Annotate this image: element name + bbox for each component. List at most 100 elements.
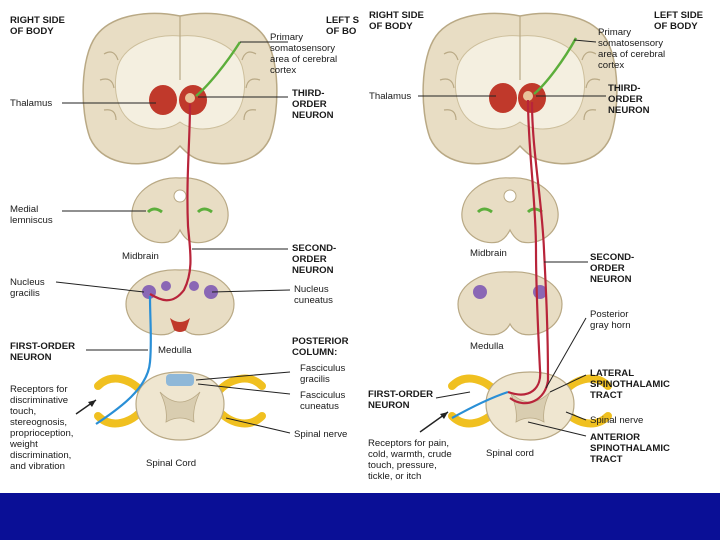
thalamus-right-shape — [149, 85, 177, 115]
third-order-neuron-fiber — [195, 41, 242, 97]
leader-lines — [418, 39, 606, 437]
nucleus-gracilis-label-l2: gracilis — [10, 288, 40, 299]
anterior-spinothalamic-label-l1: ANTERIOR — [590, 432, 640, 443]
receptors-label-l1: Receptors for — [10, 384, 68, 395]
primary-somatosensory-label-l3: area of cerebral — [270, 54, 337, 65]
left-side-label-l2: OF BO — [326, 26, 357, 37]
second-order-neuron-fiber — [149, 103, 192, 302]
primary-somatosensory-label-l1: Primary — [270, 32, 303, 43]
spinal-cord-caption: Spinal cord — [486, 448, 534, 459]
lateral-spinothalamic-label-l3: TRACT — [590, 390, 623, 401]
third-order-label-l1: THIRD- — [292, 88, 325, 99]
cerebrum-section — [422, 12, 618, 165]
primary-somatosensory-label-l2: somatosensory — [598, 38, 663, 49]
receptors-label-l8: and vibration — [10, 461, 65, 472]
second-order-label-l2: ORDER — [590, 263, 625, 274]
lateral-spinothalamic-label-l1: LATERAL — [590, 368, 634, 379]
lateral-tract-fiber — [507, 99, 542, 396]
first-order-label-l2: NEURON — [10, 352, 52, 363]
receptors-label-l3: touch, pressure, — [368, 460, 437, 471]
second-order-label-l3: NEURON — [292, 265, 334, 276]
midbrain-section — [131, 177, 229, 244]
second-order-label-l1: SECOND- — [590, 252, 634, 263]
posterior-gray-horn-label-l1: Posterior — [590, 309, 629, 320]
first-order-label-l1: FIRST-ORDER — [368, 389, 433, 400]
fasciculus-cuneatus-label-l2: cuneatus — [300, 401, 339, 412]
second-order-label-l1: SECOND- — [292, 243, 336, 254]
posterior-gray-horn-label-l2: gray horn — [590, 320, 631, 331]
medulla-section — [125, 269, 235, 336]
nucleus-cuneatus-label-l2: cuneatus — [294, 295, 333, 306]
anterior-spinothalamic-label-l2: SPINOTHALAMIC — [590, 443, 670, 454]
nucleus-gracilis-label-l1: Nucleus — [10, 277, 45, 288]
left-side-label-l1: LEFT SIDE — [654, 10, 704, 21]
third-order-label-l3: NEURON — [608, 105, 650, 116]
thalamus-right-shape — [489, 83, 517, 113]
primary-somatosensory-label-l3: area of cerebral — [598, 49, 665, 60]
third-order-label-l1: THIRD- — [608, 83, 641, 94]
midbrain-caption: Midbrain — [470, 248, 507, 259]
spinal-cord-caption: Spinal Cord — [146, 458, 196, 469]
fasciculus-gracilis-label-l1: Fasciculus — [300, 363, 346, 374]
medulla-caption: Medulla — [158, 345, 192, 356]
cerebrum-section — [82, 12, 278, 165]
left-side-label-l2: OF BODY — [654, 21, 698, 32]
spinal-cord-section — [448, 371, 612, 441]
posterior-column-label-l2: COLUMN: — [292, 347, 337, 358]
receptors-label-l3: touch, — [10, 406, 36, 417]
primary-somatosensory-label-l1: Primary — [598, 27, 631, 38]
svg-text:Receptors for pain,cold, warmt: Receptors for pain,cold, warmth, crudeto… — [368, 438, 452, 482]
receptors-label-l7: discrimination, — [10, 450, 71, 461]
third-order-label-l2: ORDER — [292, 99, 327, 110]
medial-lemniscus-label-l2: lemniscus — [10, 215, 53, 226]
spinal-nerve-label: Spinal nerve — [294, 429, 347, 440]
first-order-label-l2: NEURON — [368, 400, 410, 411]
receptors-label-l2: discriminative — [10, 395, 68, 406]
right-side-label-l2: OF BODY — [369, 21, 413, 32]
primary-somatosensory-label-l2: somatosensory — [270, 43, 335, 54]
receptors-label-l6: weight — [9, 439, 38, 450]
right-side-label-l1: RIGHT SIDE — [10, 15, 66, 26]
svg-text:LEFT SOF BO: LEFT SOF BO — [326, 15, 360, 37]
first-order-label-l1: FIRST-ORDER — [10, 341, 75, 352]
fasciculus-cuneatus-label-l1: Fasciculus — [300, 390, 346, 401]
third-order-neuron-fiber — [533, 37, 578, 95]
thalamus-label: Thalamus — [369, 91, 411, 102]
spinal-cord-section — [94, 371, 266, 441]
receptors-label-l2: cold, warmth, crude — [368, 449, 452, 460]
lateral-spinothalamic-label-l2: SPINOTHALAMIC — [590, 379, 670, 390]
receptors-label-l1: Receptors for pain, — [368, 438, 449, 449]
receptors-label-l4: tickle, or itch — [368, 471, 421, 482]
posterior-column-label-l1: POSTERIOR — [292, 336, 349, 347]
second-order-label-l3: NEURON — [590, 274, 632, 285]
receptors-label-l5: proprioception, — [10, 428, 73, 439]
medial-lemniscus-label-l1: Medial — [10, 204, 38, 215]
midbrain-caption: Midbrain — [122, 251, 159, 262]
medulla-caption: Medulla — [470, 341, 504, 352]
nucleus-cuneatus-label-l1: Nucleus — [294, 284, 329, 295]
receptors-label-l4: stereognosis, — [10, 417, 67, 428]
first-order-neuron-fiber — [95, 295, 152, 425]
